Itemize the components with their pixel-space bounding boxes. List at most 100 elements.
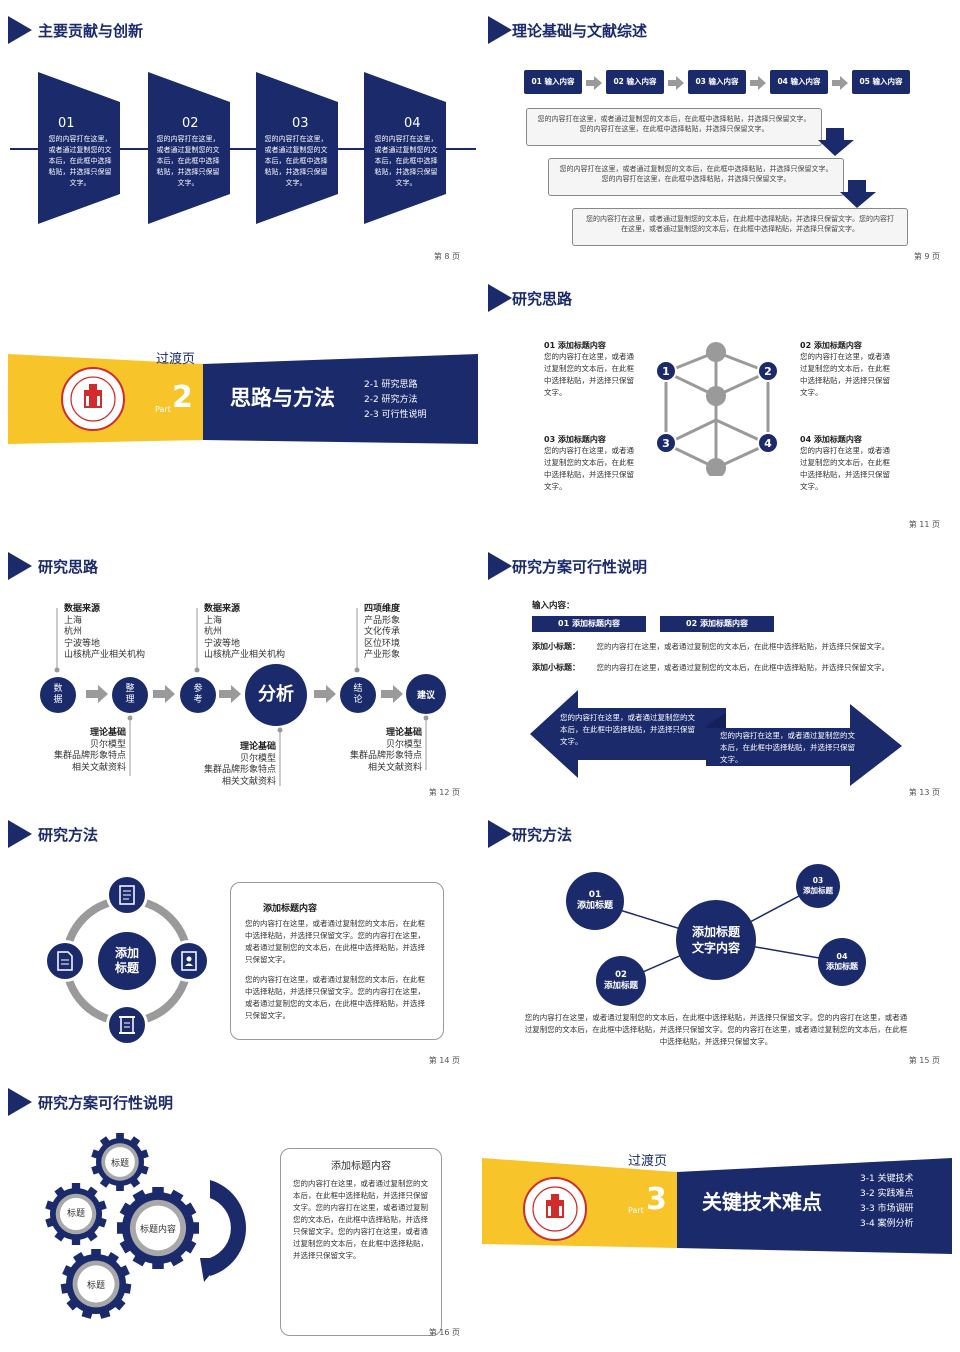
part-number: 2 [172,380,193,415]
row-2: 添加小标题： 您的内容打在这里，或者通过复制您的文本后，在此框中选择粘贴，并选择… [532,662,889,673]
slide-title: 理论基础与文献综述 [512,22,648,40]
note-heading: 理论基础 [89,728,126,738]
gear-icon [117,1187,199,1269]
slide-16: 研究方案可行性说明 标题 标题 标题内容 标题 添加标题内容 您的内容打在这里，… [0,1072,480,1352]
box-heading: 添加标题内容 [263,904,318,914]
row-value: 您的内容打在这里，或者通过复制您的文本后，在此框中选择粘贴，并选择只保留文字。 [596,642,890,651]
page-number: 第 14 页 [428,1056,460,1065]
cube-node-2: 2 [757,360,779,382]
curved-arrow-icon [200,1180,246,1282]
hub-node-2: 02 添加标题 [596,956,646,1006]
card-shape [148,72,230,224]
title-marker [8,820,32,848]
page-number: 第 12 页 [428,788,460,797]
text-box-3: 您的内容打在这里，或者通过复制您的文本后，在此框中选择粘贴，并选择只保留文字。您… [572,208,908,246]
center-line: 文字内容 [691,941,740,955]
card-number: 04 [404,116,421,131]
part-word: Part [628,1206,644,1215]
page-number: 第 13 页 [908,788,940,797]
transition-label: 过渡页 [156,352,196,367]
slide-title: 研究方案可行性说明 [38,1094,174,1112]
gear-icon [60,1249,132,1319]
section-item: 3-1 关键技术 [860,1174,914,1184]
node-number: 02 [615,970,627,980]
note-line: 贝尔模型 [89,739,126,750]
part-number: 3 [646,1182,667,1217]
scroll-icon [106,1004,148,1046]
card-2: 02 您的内容打在这里，或者通过复制您的文本后，在此框中选择粘贴，并选择只保留文… [148,72,230,224]
section-heading: 关键技术难点 [702,1190,822,1214]
card-shape [38,72,120,224]
note-heading: 理论基础 [239,742,276,752]
page-number: 第 8 页 [433,252,460,261]
bottom-note-1: 理论基础 贝尔模型 集群品牌形象特点 相关文献资料 [26,728,126,774]
cube-node-3: 3 [655,432,677,454]
note-line: 宁波等地 [64,638,101,649]
method-center: 添加 标题 [98,932,156,990]
step-box: 01 输入内容 [524,70,582,94]
card-4: 04 您的内容打在这里，或者通过复制您的文本后，在此框中选择粘贴，并选择只保留文… [364,72,446,224]
card-1: 01 您的内容打在这里，或者通过复制您的文本后，在此框中选择粘贴，并选择只保留文… [38,72,120,224]
note-line: 集群品牌形象特点 [349,751,422,761]
item-heading: 04 添加标题内容 [800,435,862,444]
step-arrow-icon [750,75,766,94]
transition-label: 过渡页 [628,1154,668,1169]
step-box: 02 输入内容 [606,70,664,94]
note-line: 杭州 [64,627,83,637]
card-number: 01 [58,116,75,131]
hub-center: 添加标题 文字内容 [676,900,756,980]
section-item: 2-2 研究方法 [364,395,418,405]
box-paragraph: 您的内容打在这里，或者通过复制您的文本后，在此框中选择粘贴，并选择只保留文字。您… [245,975,425,1020]
text-box-content: 您的内容打在这里，或者通过复制您的文本后，在此框中选择粘贴，并选择只保留文字。您… [559,165,833,183]
note-line: 集群品牌形象特点 [203,765,276,775]
note-line: 相关文献资料 [71,762,126,773]
step-box: 05 输入内容 [852,70,910,94]
step-arrow-icon [832,75,848,94]
note-heading: 数据来源 [204,604,241,614]
page-number: 第 15 页 [908,1056,940,1065]
card-text: 您的内容打在这里，或者通过复制您的文本后，在此框中选择粘贴，并选择只保留文字。 [156,135,220,187]
section-heading: 思路与方法 [230,386,335,410]
title-marker [8,16,32,44]
card-shape [364,72,446,224]
gear-label: 标题内容 [139,1225,176,1235]
box-text: 您的内容打在这里，或者通过复制您的文本后，在此框中选择粘贴，并选择只保留文字。您… [293,1179,428,1260]
section-items: 2-1 研究思路 2-2 研究方法 2-3 可行性说明 [364,378,427,423]
box-paragraph: 您的内容打在这里，或者通过复制您的文本后，在此框中选择粘贴，并选择只保留文字。您… [245,919,425,964]
text-box-content: 您的内容打在这里，或者通过复制您的文本后，在此框中选择粘贴，并选择只保留文字。您… [586,215,894,233]
step-box: 04 输入内容 [770,70,828,94]
title-marker [488,284,512,312]
text-box-1: 您的内容打在这里，或者通过复制您的文本后，在此框中选择粘贴，并选择只保留文字。您… [526,108,822,146]
gear-icon [91,1133,149,1191]
page-number: 第 11 页 [908,520,940,529]
body-text: 您的内容打在这里，或者通过复制您的文本后，在此框中选择粘贴，并选择只保留文字。您… [524,1013,908,1046]
profile-icon [168,940,210,982]
content-box: 添加标题内容 您的内容打在这里，或者通过复制您的文本后，在此框中选择粘贴，并选择… [280,1148,442,1336]
card-number: 02 [182,116,199,131]
slide-8: 主要贡献与创新 01 您的内容打在这里，或者通过复制您的文本后，在此框中选择粘贴… [0,0,480,268]
row-key: 添加小标题： [532,642,580,651]
tab-2: 02 添加标题内容 [660,616,774,632]
down-arrow-2 [840,180,876,212]
cube-node-1: 1 [655,360,677,382]
bottom-note-2: 理论基础 贝尔模型 集群品牌形象特点 相关文献资料 [176,742,276,788]
gear-label: 标题 [66,1209,85,1219]
item-heading: 01 添加标题内容 [544,341,606,350]
note-line: 上海 [64,615,83,626]
section-item: 2-1 研究思路 [364,380,418,390]
part-word: Part [155,405,171,414]
note-line: 宁波等地 [204,638,241,649]
title-marker [488,16,512,44]
university-seal [60,366,126,436]
gear-label: 标题 [86,1281,105,1291]
row-key: 添加小标题： [532,663,580,672]
section-item: 3-3 市场调研 [860,1204,914,1214]
hub-node-4: 04 添加标题 [818,938,866,986]
section-item: 3-4 案例分析 [860,1219,914,1229]
top-note-1: 数据来源 上海 杭州 宁波等地 山核桃产业相关机构 [64,604,145,662]
step-arrow-icon [668,75,684,94]
slide-title: 研究思路 [38,558,99,576]
title-marker [488,820,512,848]
slide-10: 过渡页 Part 2 思路与方法 2-1 研究思路 2-2 研究方法 2-3 可… [0,268,480,536]
